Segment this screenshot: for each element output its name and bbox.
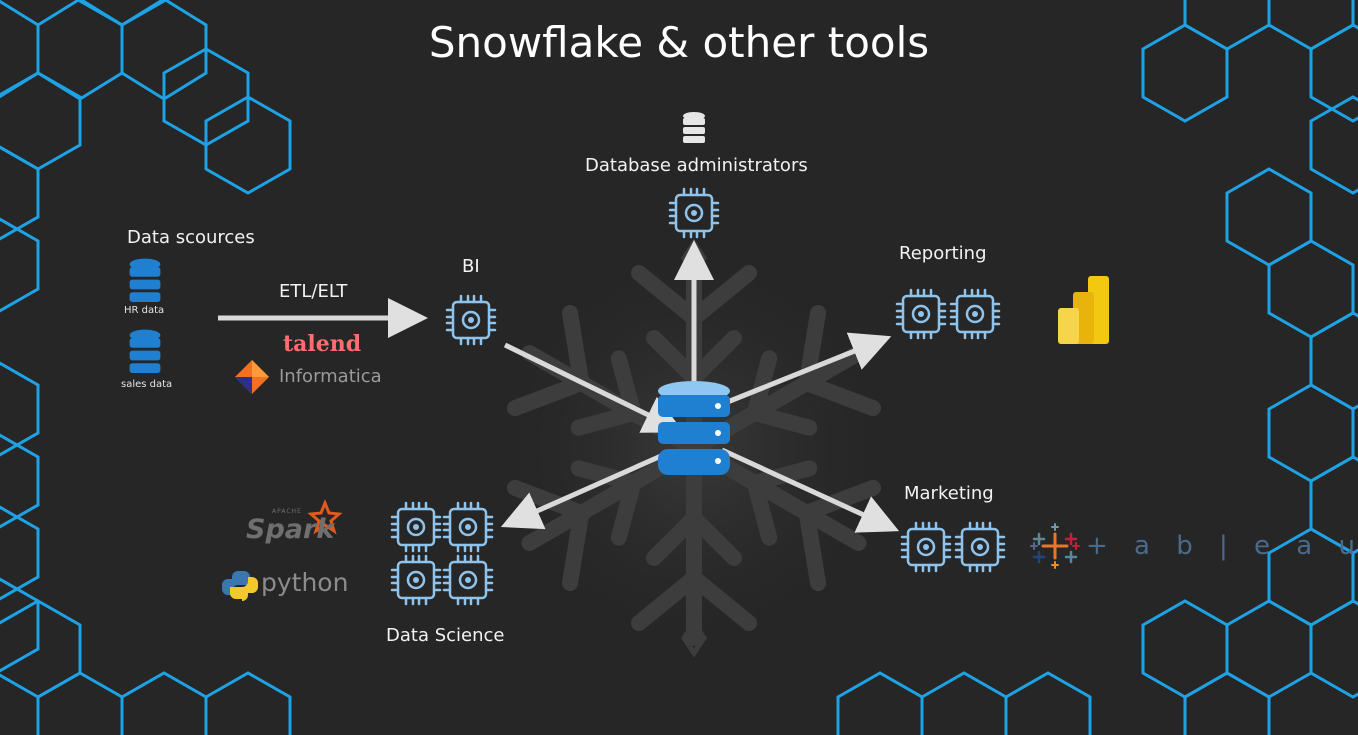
hexagon-pattern-right bbox=[1141, 0, 1358, 735]
hexagon-pattern-bottom bbox=[836, 671, 1092, 735]
hexagon-pattern-left bbox=[0, 217, 292, 735]
arrows bbox=[218, 240, 900, 533]
data-sources-heading: Data scources bbox=[127, 227, 255, 248]
database-icon bbox=[683, 112, 705, 143]
python-icon bbox=[222, 571, 258, 601]
spark-apache-label: APACHE bbox=[272, 508, 302, 515]
arrow-marketing bbox=[720, 447, 900, 533]
reporting-label: Reporting bbox=[899, 243, 987, 264]
informatica-label: Informatica bbox=[279, 366, 382, 387]
bi-label: BI bbox=[462, 256, 480, 277]
python-logo: python bbox=[261, 568, 349, 597]
cpu-chip-icon bbox=[949, 288, 1001, 340]
arrow-bi bbox=[503, 342, 684, 433]
cpu-chip-icon bbox=[442, 501, 494, 553]
spark-logo: Spark bbox=[246, 514, 335, 545]
talend-logo: talend bbox=[283, 331, 362, 357]
cpu-chip-icon bbox=[954, 521, 1006, 573]
cpu-chip-icon bbox=[390, 554, 442, 606]
etl-label: ETL/ELT bbox=[279, 281, 348, 302]
cpu-chip-icon bbox=[895, 288, 947, 340]
cpu-chip-icon bbox=[900, 521, 952, 573]
dba-label: Database administrators bbox=[585, 155, 808, 176]
cpu-chip-icon bbox=[390, 501, 442, 553]
informatica-icon bbox=[235, 360, 269, 394]
hexagon-pattern-top-left bbox=[0, 0, 292, 241]
cpu-chip-icon bbox=[445, 294, 497, 346]
sales-data-label: sales data bbox=[121, 379, 173, 390]
page-title: Snowflake & other tools bbox=[428, 18, 930, 67]
database-icon bbox=[129, 329, 161, 373]
tableau-icon bbox=[1030, 523, 1080, 569]
marketing-label: Marketing bbox=[904, 483, 994, 504]
data-science-label: Data Science bbox=[386, 625, 505, 646]
tableau-logo: + a b | e a u bbox=[1086, 531, 1358, 561]
database-icon bbox=[129, 258, 161, 302]
cpu-chip-icon bbox=[442, 554, 494, 606]
hr-data-label: HR data bbox=[124, 305, 165, 316]
arrow-reporting bbox=[719, 332, 892, 408]
cpu-chip-icon bbox=[668, 187, 720, 239]
spark-icon bbox=[307, 498, 343, 535]
power-bi-icon bbox=[1058, 276, 1109, 344]
arrow-data-science bbox=[500, 449, 672, 530]
central-database-icon bbox=[658, 381, 730, 475]
